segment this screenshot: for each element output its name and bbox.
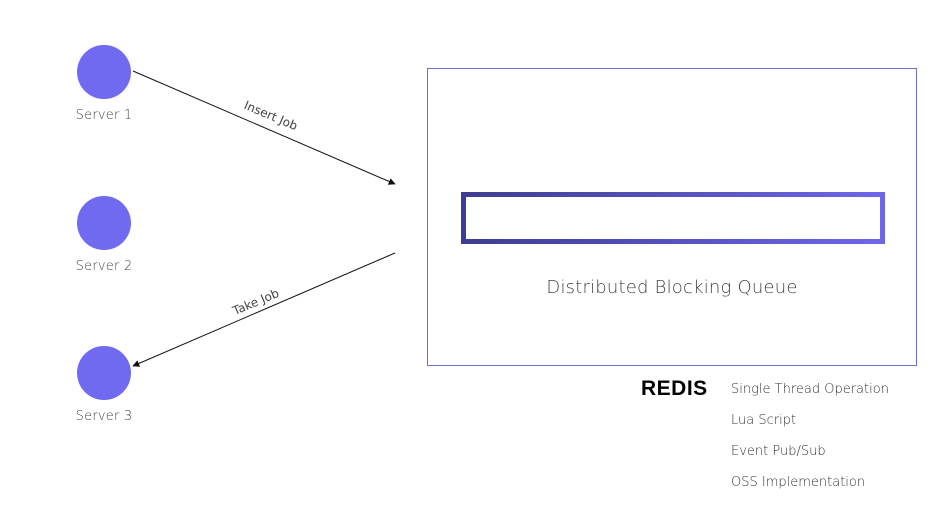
redis-feature-list: Single Thread Operation Lua Script Event… — [731, 381, 889, 505]
insert-job-arrow — [132, 70, 396, 185]
server-3-node — [77, 346, 131, 400]
queue-frame — [427, 68, 917, 366]
queue-bar — [461, 192, 885, 244]
redis-feature-item: Event Pub/Sub — [731, 444, 826, 459]
server-1-label: Server 1 — [75, 108, 133, 123]
redis-feature-item: OSS Implementation — [731, 475, 866, 490]
take-job-arrow — [132, 252, 396, 367]
server-2-label: Server 2 — [75, 259, 133, 274]
server-3-label: Server 3 — [75, 409, 133, 424]
server-1-node — [77, 45, 131, 99]
redis-feature-item: Lua Script — [731, 413, 797, 428]
redis-brand: REDIS — [641, 377, 708, 400]
redis-feature-item: Single Thread Operation — [731, 382, 889, 397]
queue-title: Distributed Blocking Queue — [546, 277, 798, 298]
server-2-node — [77, 196, 131, 250]
